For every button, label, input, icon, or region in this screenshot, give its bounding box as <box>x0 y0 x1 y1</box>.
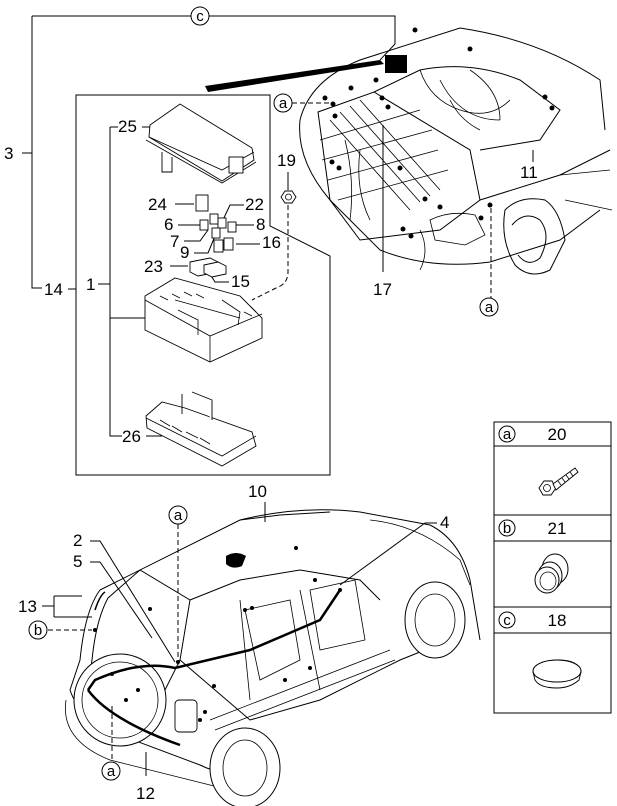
label-3: 3 <box>4 144 13 163</box>
svg-text:c: c <box>196 8 204 25</box>
svg-text:18: 18 <box>548 611 567 630</box>
label-16: 16 <box>262 233 281 252</box>
callout-b-rear: b <box>28 620 48 640</box>
svg-text:a: a <box>279 95 288 112</box>
svg-text:a: a <box>174 507 183 524</box>
svg-text:a: a <box>503 426 512 443</box>
callout-a-rear-top: a <box>168 505 188 525</box>
label-17: 17 <box>373 280 392 299</box>
assembly-bracket-3 <box>22 15 396 289</box>
engine-bay-illustration <box>299 27 613 275</box>
suv-rear-illustration <box>64 509 481 806</box>
rear-harness-wire <box>86 589 342 747</box>
label-1: 1 <box>86 275 95 294</box>
svg-text:21: 21 <box>548 519 567 538</box>
svg-text:b: b <box>34 622 42 639</box>
fuse-box-body <box>144 277 263 363</box>
label-9: 9 <box>180 243 189 262</box>
fuses-group <box>199 213 237 239</box>
label-13: 13 <box>18 597 37 616</box>
legend-row-a: a 20 <box>498 425 579 496</box>
label-15: 15 <box>231 272 250 291</box>
relay-24 <box>195 194 209 212</box>
svg-text:20: 20 <box>548 425 567 444</box>
bolt-icon <box>538 467 579 496</box>
label-11: 11 <box>520 163 538 182</box>
label-25: 25 <box>118 117 137 136</box>
label-23: 23 <box>144 257 163 276</box>
label-10: 10 <box>248 482 267 501</box>
svg-text:a: a <box>107 763 116 780</box>
label-6: 6 <box>164 215 173 234</box>
label-26: 26 <box>122 427 141 446</box>
grommet-icon <box>534 553 569 594</box>
svg-text:a: a <box>485 299 494 316</box>
plug-cap-icon <box>532 659 582 689</box>
label-22: 22 <box>245 195 264 214</box>
callout-c-top: c <box>190 6 210 26</box>
callout-a-rear-bottom: a <box>101 761 121 781</box>
assembly-bracket-1 <box>109 127 122 437</box>
nut-19 <box>280 190 297 204</box>
label-24: 24 <box>148 195 167 214</box>
main-harness-wire <box>205 60 384 92</box>
label-19: 19 <box>277 151 296 170</box>
hardware-legend-table: a 20 b 21 c 18 <box>493 421 612 714</box>
legend-row-b: b 21 <box>498 519 569 594</box>
label-14: 14 <box>44 280 63 299</box>
fuse-box-cover <box>145 103 257 184</box>
fuse-box-lower-cover <box>145 391 257 467</box>
label-7: 7 <box>170 232 179 251</box>
relays-16 <box>213 237 234 253</box>
legend-row-c: c 18 <box>498 611 582 689</box>
svg-text:b: b <box>503 520 511 537</box>
label-5: 5 <box>73 552 82 571</box>
label-4: 4 <box>440 513 449 532</box>
svg-text:c: c <box>503 612 511 629</box>
callout-a-engine-bottom: a <box>479 297 499 317</box>
connectors-23-15 <box>189 257 227 278</box>
label-8: 8 <box>256 215 265 234</box>
callout-a-engine-left: a <box>273 93 293 113</box>
connector-dots-rear <box>93 546 342 722</box>
fuse-box-inset-frame <box>75 94 331 476</box>
connector-dots-engine <box>322 27 555 239</box>
label-2: 2 <box>73 531 82 550</box>
label-12: 12 <box>136 784 155 803</box>
